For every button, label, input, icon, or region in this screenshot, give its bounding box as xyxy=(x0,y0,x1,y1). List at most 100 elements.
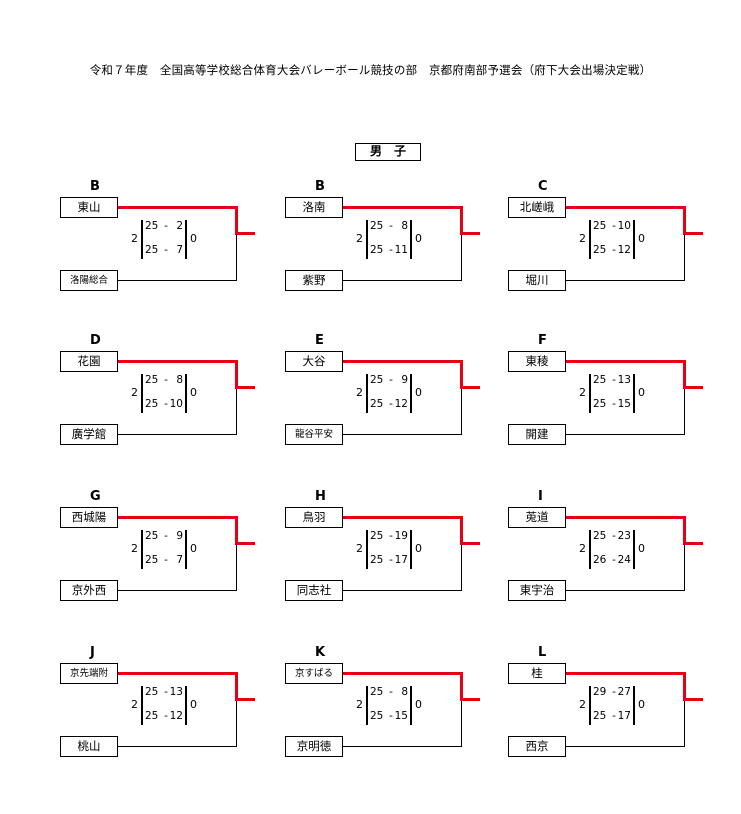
score-bracket-right xyxy=(185,220,187,259)
winner-line-exit xyxy=(683,386,703,389)
set-1-top-points: 25 xyxy=(145,686,159,698)
set-1-bottom-points: 10 xyxy=(617,220,631,232)
set-2-dash: - xyxy=(389,554,393,566)
score-bracket-left xyxy=(366,530,368,569)
score-bracket-left xyxy=(141,374,143,413)
set-1-top-points: 29 xyxy=(593,686,607,698)
set-1-top-points: 25 xyxy=(145,220,159,232)
loser-line xyxy=(343,590,462,591)
sets-won-top: 2 xyxy=(356,232,363,245)
score-bracket-left xyxy=(589,374,591,413)
team-bottom: 東宇治 xyxy=(508,580,566,601)
team-bottom: 京明徳 xyxy=(285,736,343,757)
pool-label: F xyxy=(538,333,547,348)
team-bottom: 洛陽総合 xyxy=(60,270,118,291)
loser-line xyxy=(118,746,237,747)
winner-line xyxy=(343,672,463,675)
team-bottom: 龍谷平安 xyxy=(285,424,343,445)
sets-won-bottom: 0 xyxy=(190,232,197,245)
score-bracket-right xyxy=(410,374,412,413)
set-2-bottom-points: 24 xyxy=(617,554,631,566)
team-top: 東山 xyxy=(60,197,118,218)
pool-label: J xyxy=(90,645,95,660)
loser-line-vertical xyxy=(461,701,462,747)
winner-line-vertical xyxy=(460,206,463,235)
sets-won-bottom: 0 xyxy=(415,542,422,555)
sets-won-top: 2 xyxy=(579,542,586,555)
set-2-top-points: 25 xyxy=(370,554,384,566)
set-1-bottom-points: 13 xyxy=(617,374,631,386)
loser-line xyxy=(343,434,462,435)
set-2-bottom-points: 7 xyxy=(176,244,183,256)
winner-line xyxy=(566,360,686,363)
winner-line xyxy=(118,206,238,209)
winner-line xyxy=(566,672,686,675)
score-bracket-left xyxy=(141,686,143,725)
winner-line-vertical xyxy=(683,360,686,389)
set-2-bottom-points: 7 xyxy=(176,554,183,566)
sets-won-top: 2 xyxy=(131,698,138,711)
set-1-dash: - xyxy=(389,220,393,232)
set-2-dash: - xyxy=(612,554,616,566)
score-bracket-left xyxy=(366,374,368,413)
pool-label: B xyxy=(315,179,325,194)
set-2-dash: - xyxy=(612,710,616,722)
loser-line xyxy=(118,434,237,435)
sets-won-top: 2 xyxy=(356,698,363,711)
set-1-bottom-points: 8 xyxy=(401,686,408,698)
sets-won-bottom: 0 xyxy=(190,698,197,711)
winner-line-exit xyxy=(235,698,255,701)
winner-line-exit xyxy=(460,386,480,389)
score-bracket-left xyxy=(366,220,368,259)
set-2-top-points: 25 xyxy=(145,398,159,410)
set-1-top-points: 25 xyxy=(370,374,384,386)
team-bottom: 同志社 xyxy=(285,580,343,601)
team-top: 鳥羽 xyxy=(285,507,343,528)
score-bracket-right xyxy=(410,220,412,259)
score-bracket-right xyxy=(185,374,187,413)
set-1-dash: - xyxy=(164,374,168,386)
winner-line-vertical xyxy=(235,516,238,545)
set-1-dash: - xyxy=(612,220,616,232)
set-1-dash: - xyxy=(612,686,616,698)
loser-line-vertical xyxy=(236,389,237,435)
set-2-bottom-points: 17 xyxy=(617,710,631,722)
set-1-bottom-points: 8 xyxy=(176,374,183,386)
set-2-dash: - xyxy=(389,398,393,410)
set-1-bottom-points: 2 xyxy=(176,220,183,232)
set-2-top-points: 25 xyxy=(145,244,159,256)
winner-line xyxy=(118,672,238,675)
set-2-top-points: 25 xyxy=(145,554,159,566)
loser-line-vertical xyxy=(684,389,685,435)
set-1-top-points: 25 xyxy=(593,374,607,386)
set-1-top-points: 25 xyxy=(370,220,384,232)
loser-line xyxy=(343,280,462,281)
score-bracket-left xyxy=(589,220,591,259)
set-1-dash: - xyxy=(164,530,168,542)
pool-label: K xyxy=(315,645,326,660)
winner-line-exit xyxy=(235,232,255,235)
loser-line xyxy=(566,590,685,591)
loser-line xyxy=(118,590,237,591)
pool-label: H xyxy=(315,489,326,504)
sets-won-bottom: 0 xyxy=(638,386,645,399)
sets-won-bottom: 0 xyxy=(638,542,645,555)
team-top: 花園 xyxy=(60,351,118,372)
set-2-dash: - xyxy=(612,244,616,256)
winner-line-vertical xyxy=(460,516,463,545)
loser-line xyxy=(566,746,685,747)
loser-line-vertical xyxy=(461,389,462,435)
sets-won-top: 2 xyxy=(579,386,586,399)
set-2-top-points: 25 xyxy=(593,710,607,722)
set-1-top-points: 25 xyxy=(370,686,384,698)
score-bracket-right xyxy=(633,686,635,725)
set-2-bottom-points: 12 xyxy=(394,398,408,410)
set-2-top-points: 26 xyxy=(593,554,607,566)
pool-label: L xyxy=(538,645,547,660)
set-2-bottom-points: 15 xyxy=(394,710,408,722)
pool-label: I xyxy=(538,489,543,504)
score-bracket-left xyxy=(141,220,143,259)
set-2-top-points: 25 xyxy=(370,244,384,256)
